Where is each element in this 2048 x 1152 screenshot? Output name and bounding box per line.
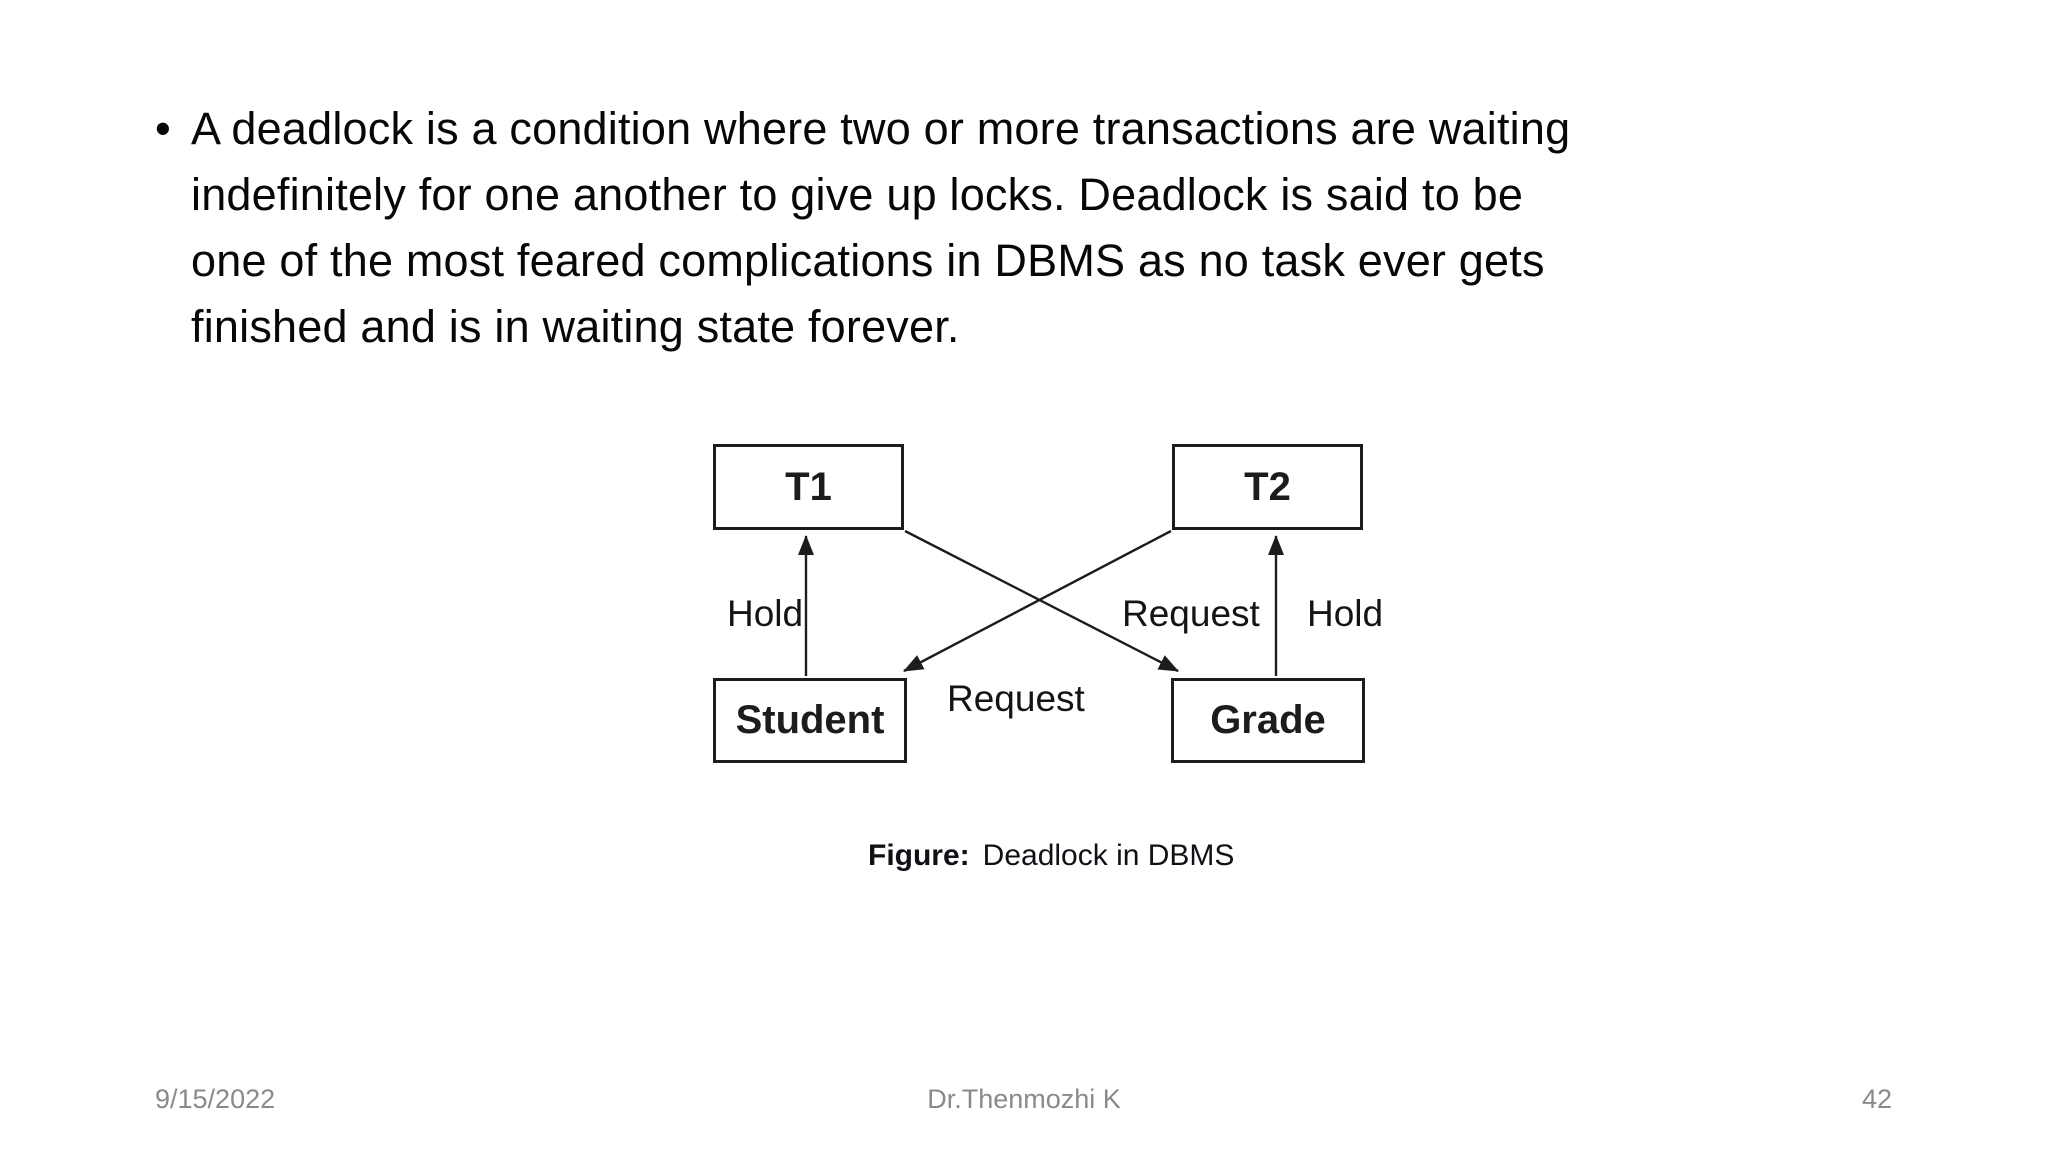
footer-page-number: 42 — [1862, 1084, 1893, 1114]
node-transaction-t2: T2 — [1172, 444, 1363, 530]
footer-author: Dr.Thenmozhi K — [927, 1084, 1121, 1114]
node-transaction-t1: T1 — [713, 444, 904, 530]
edge-label-request-upper: Request — [1122, 593, 1260, 634]
node-resource-grade: Grade — [1171, 678, 1365, 763]
footer-date: 9/15/2022 — [155, 1084, 276, 1114]
edge-label-hold-left: Hold — [727, 593, 804, 634]
node-label: T1 — [785, 464, 832, 509]
paragraph-line: finished and is in waiting state forever… — [191, 301, 960, 352]
figure-caption: Figure: Deadlock in DBMS — [868, 839, 1234, 873]
node-label: T2 — [1244, 464, 1291, 509]
edge-label-hold-right: Hold — [1307, 593, 1384, 634]
node-label: Grade — [1210, 698, 1326, 742]
paragraph-line: one of the most feared complications in … — [191, 235, 1545, 286]
paragraph-line: A deadlock is a condition where two or m… — [191, 103, 1571, 154]
figure-caption-text: Deadlock in DBMS — [982, 839, 1235, 872]
paragraph-text: A deadlock is a condition where two or m… — [191, 96, 1570, 360]
bullet-marker: • — [155, 103, 171, 154]
edge-label-request-lower: Request — [947, 678, 1085, 719]
figure-caption-prefix: Figure: — [868, 839, 970, 872]
paragraph-line: indefinitely for one another to give up … — [191, 169, 1524, 220]
node-label: Student — [735, 698, 885, 742]
bullet-paragraph: • A deadlock is a condition where two or… — [155, 96, 1570, 360]
node-resource-student: Student — [713, 678, 907, 763]
